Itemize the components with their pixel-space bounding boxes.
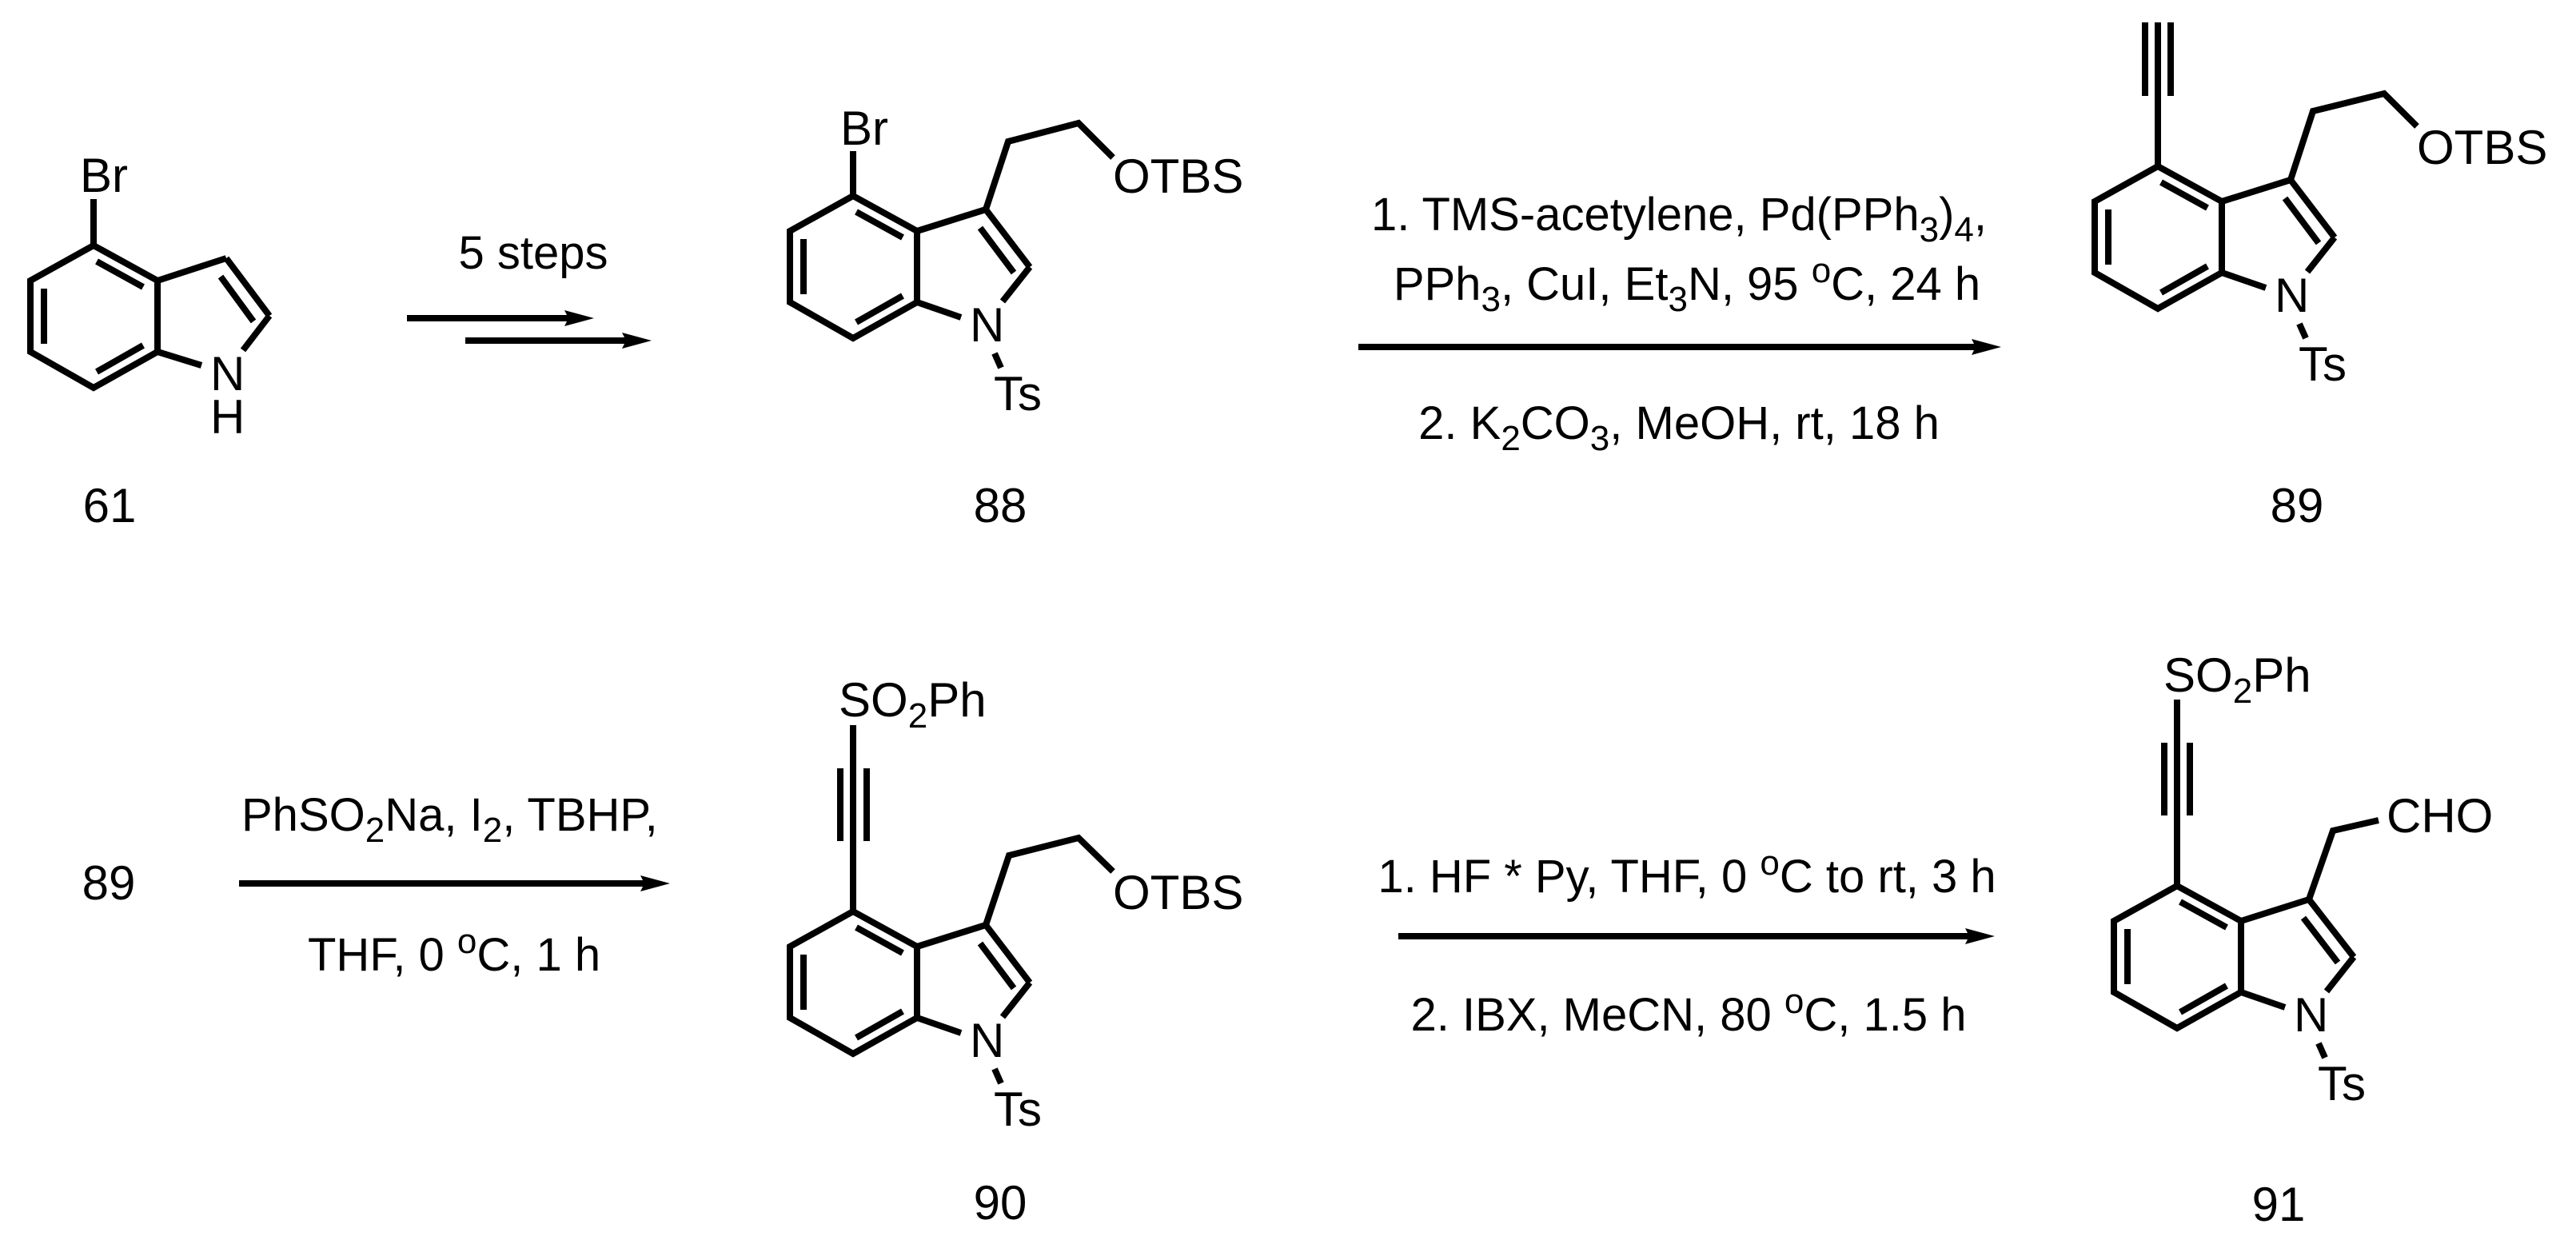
atom-label-so2ph: SO2Ph xyxy=(839,673,987,736)
atom-label-otbs: OTBS xyxy=(1113,150,1243,203)
sulfonyl-alkyne-group xyxy=(2161,700,2193,886)
indole-skeleton xyxy=(2092,163,2338,340)
atom-label-ts: Ts xyxy=(994,1083,1042,1136)
svg-text:2. K2CO3, MeOH, rt, 18 h: 2. K2CO3, MeOH, rt, 18 h xyxy=(1418,397,1940,458)
atom-label-ts: Ts xyxy=(2299,337,2347,391)
compound-89: OTBS N Ts xyxy=(2092,22,2547,391)
svg-text:PhSO2Na, I2, TBHP,: PhSO2Na, I2, TBHP, xyxy=(241,789,658,850)
atom-label-n: N xyxy=(970,298,1004,352)
reaction-arrow-step1 xyxy=(407,310,652,349)
reaction-arrow-step2 xyxy=(1358,339,2001,355)
reaction-arrow-step3 xyxy=(239,875,670,891)
atom-label-n: N xyxy=(210,347,245,401)
atom-label-otbs: OTBS xyxy=(1113,866,1243,919)
svg-text:1. TMS-acetylene, Pd(PPh3)4,: 1. TMS-acetylene, Pd(PPh3)4, xyxy=(1371,189,1987,249)
atom-label-ts: Ts xyxy=(2318,1057,2366,1110)
compound-label-90: 90 xyxy=(974,1176,1027,1230)
conditions-step2: 1. TMS-acetylene, Pd(PPh3)4, PPh3, CuI, … xyxy=(1371,189,1987,458)
atom-label-n: N xyxy=(2275,269,2309,322)
atom-label-otbs: OTBS xyxy=(2417,121,2547,174)
compound-88: Br OTBS N Ts xyxy=(787,102,1243,421)
compound-90: SO2Ph OTBS N Ts xyxy=(787,673,1243,1136)
compound-91: SO2Ph CHO N Ts xyxy=(2111,648,2493,1110)
cond-s4-l1: 1. HF * Py, THF, 0 xyxy=(1378,851,1760,903)
conditions-step4: 1. HF * Py, THF, 0 oC to rt, 3 h 2. IBX,… xyxy=(1378,843,1996,1041)
indole-skeleton xyxy=(787,908,1033,1085)
svg-text:PPh3, CuI, Et3N, 95 oC, 24 h: PPh3, CuI, Et3N, 95 oC, 24 h xyxy=(1394,251,1980,319)
atom-label-h: H xyxy=(210,390,245,444)
compound-61: Br N H xyxy=(27,149,273,444)
conditions-step3: PhSO2Na, I2, TBHP, THF, 0 oC, 1 h xyxy=(241,789,658,981)
indole-skeleton xyxy=(787,193,1033,369)
cond-s2-l3: 2. K xyxy=(1418,397,1501,449)
atom-label-cho: CHO xyxy=(2387,789,2493,843)
atom-label-br: Br xyxy=(80,149,128,202)
compound-label-89-start: 89 xyxy=(82,856,136,910)
cond-s3-l2: THF, 0 xyxy=(308,929,457,981)
ethynyl-group xyxy=(2142,22,2174,166)
atom-label-br: Br xyxy=(840,102,888,155)
conditions-step1: 5 steps xyxy=(459,227,608,279)
cond-s2-l2: PPh xyxy=(1394,258,1481,310)
atom-label-ts: Ts xyxy=(994,367,1042,421)
compound-label-91: 91 xyxy=(2252,1178,2306,1231)
reaction-arrow-step4 xyxy=(1398,928,1995,944)
cond-s4-l2: 2. IBX, MeCN, 80 xyxy=(1410,989,1784,1041)
compound-label-61: 61 xyxy=(83,479,137,532)
compound-label-89: 89 xyxy=(2271,479,2324,532)
indole-skeleton xyxy=(2111,883,2357,1059)
svg-text:2. IBX, MeCN, 80 oC, 1.5 h: 2. IBX, MeCN, 80 oC, 1.5 h xyxy=(1410,982,1966,1041)
sulfonyl-alkyne-group xyxy=(837,725,870,911)
atom-label-n: N xyxy=(2294,988,2328,1042)
svg-text:THF, 0 oC, 1 h: THF, 0 oC, 1 h xyxy=(308,922,600,981)
atom-label-n: N xyxy=(970,1014,1004,1067)
cond-s3-l1: PhSO xyxy=(241,789,365,841)
cond-s2-l1: 1. TMS-acetylene, Pd(PPh xyxy=(1371,189,1920,241)
compound-label-88: 88 xyxy=(974,479,1027,532)
atom-label-so2ph: SO2Ph xyxy=(2163,648,2311,711)
svg-text:1. HF * Py, THF, 0 oC to rt, 3: 1. HF * Py, THF, 0 oC to rt, 3 h xyxy=(1378,843,1996,903)
indole-skeleton xyxy=(27,242,273,392)
